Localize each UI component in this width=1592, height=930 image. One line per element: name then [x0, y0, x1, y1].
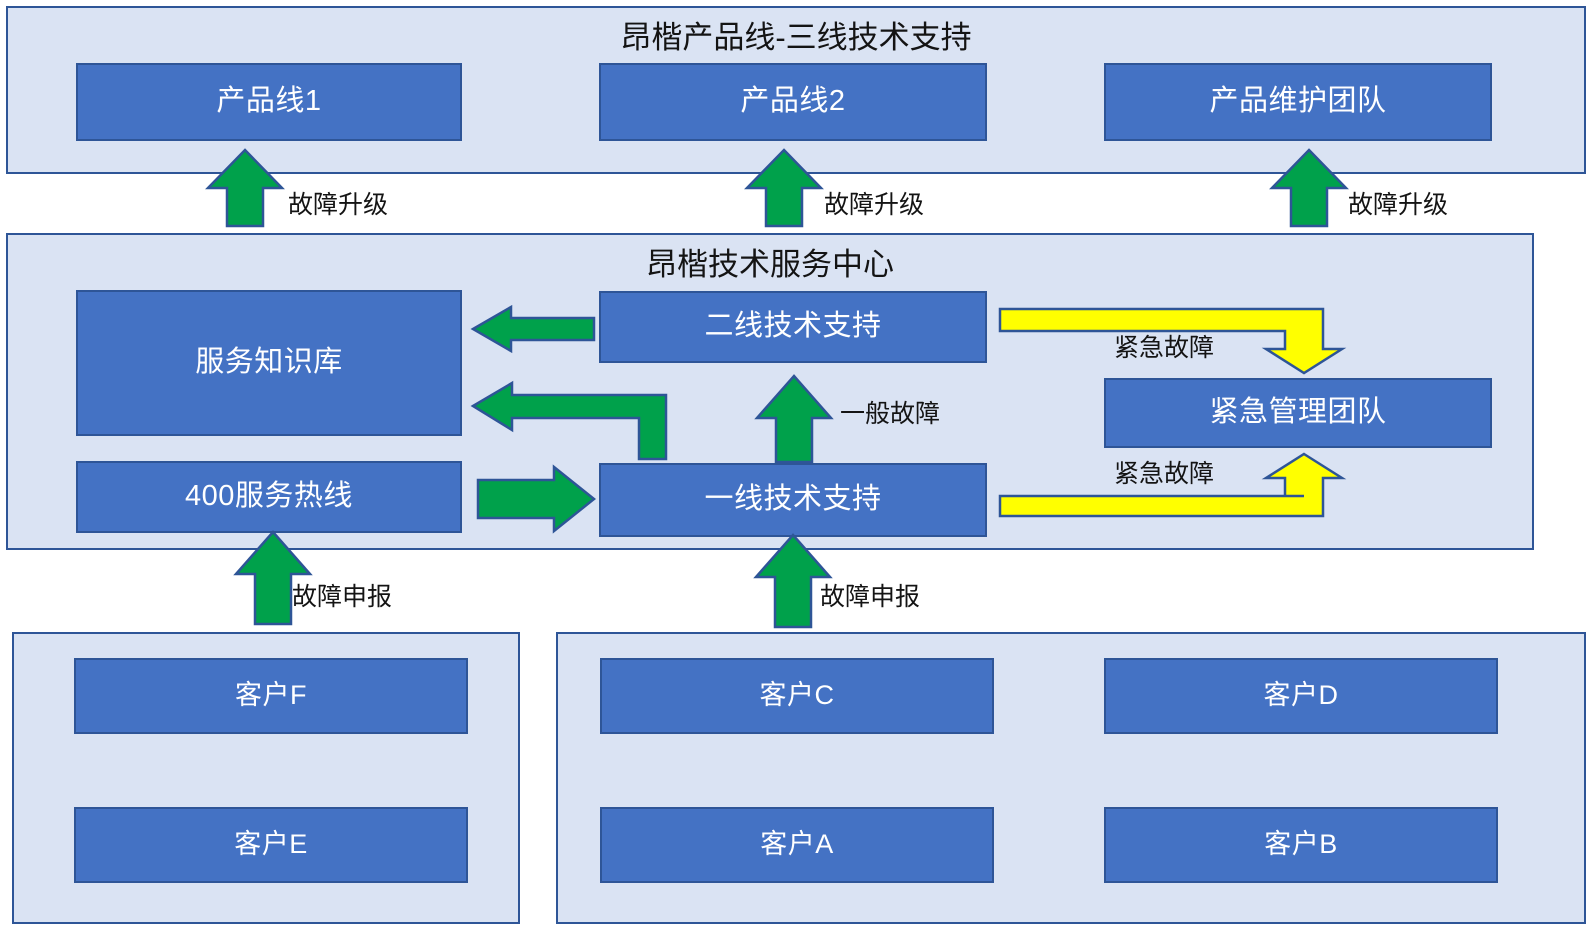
group-title-service-center: 昂楷技术服务中心 [646, 247, 894, 282]
node-customer-a[interactable]: 客户A [600, 807, 994, 883]
edge-label-escalation-1: 故障升级 [288, 191, 389, 219]
node-400-service-hotline[interactable]: 400服务热线 [76, 461, 462, 533]
node-first-line-support[interactable]: 一线技术支持 [599, 463, 987, 537]
node-customer-b[interactable]: 客户B [1104, 807, 1498, 883]
edge-label-escalation-3: 故障升级 [1348, 191, 1449, 219]
node-emergency-management-team[interactable]: 紧急管理团队 [1104, 378, 1492, 448]
arrow-hotline-to-first-line [476, 464, 597, 534]
node-customer-e[interactable]: 客户E [74, 807, 468, 883]
arrow-escalation-3 [1269, 148, 1349, 228]
arrow-first-line-to-second-line [754, 374, 834, 464]
arrow-first-line-to-knowledge-base [470, 380, 693, 461]
arrow-escalation-2 [744, 148, 824, 228]
node-second-line-support[interactable]: 二线技术支持 [599, 291, 987, 363]
edge-label-urgent-fault-down: 紧急故障 [1114, 334, 1215, 362]
node-product-maintenance-team[interactable]: 产品维护团队 [1104, 63, 1492, 141]
arrow-report-2 [753, 533, 833, 629]
node-product-line-1[interactable]: 产品线1 [76, 63, 462, 141]
arrow-urgent-fault-down [998, 307, 1347, 375]
edge-label-report-1: 故障申报 [292, 583, 393, 611]
arrow-report-1 [233, 530, 313, 626]
edge-label-escalation-2: 故障升级 [824, 191, 925, 219]
node-customer-f[interactable]: 客户F [74, 658, 468, 734]
node-service-knowledge-base[interactable]: 服务知识库 [76, 290, 462, 436]
group-title-product-line: 昂楷产品线-三线技术支持 [620, 20, 972, 55]
node-customer-c[interactable]: 客户C [600, 658, 994, 734]
arrow-escalation-1 [205, 148, 285, 228]
node-customer-d[interactable]: 客户D [1104, 658, 1498, 734]
edge-label-report-2: 故障申报 [820, 583, 921, 611]
edge-label-general-fault: 一般故障 [840, 400, 941, 428]
arrow-second-line-to-knowledge-base [470, 304, 596, 354]
arrow-urgent-fault-up [998, 452, 1347, 520]
edge-label-urgent-fault-up: 紧急故障 [1114, 460, 1215, 488]
node-product-line-2[interactable]: 产品线2 [599, 63, 987, 141]
